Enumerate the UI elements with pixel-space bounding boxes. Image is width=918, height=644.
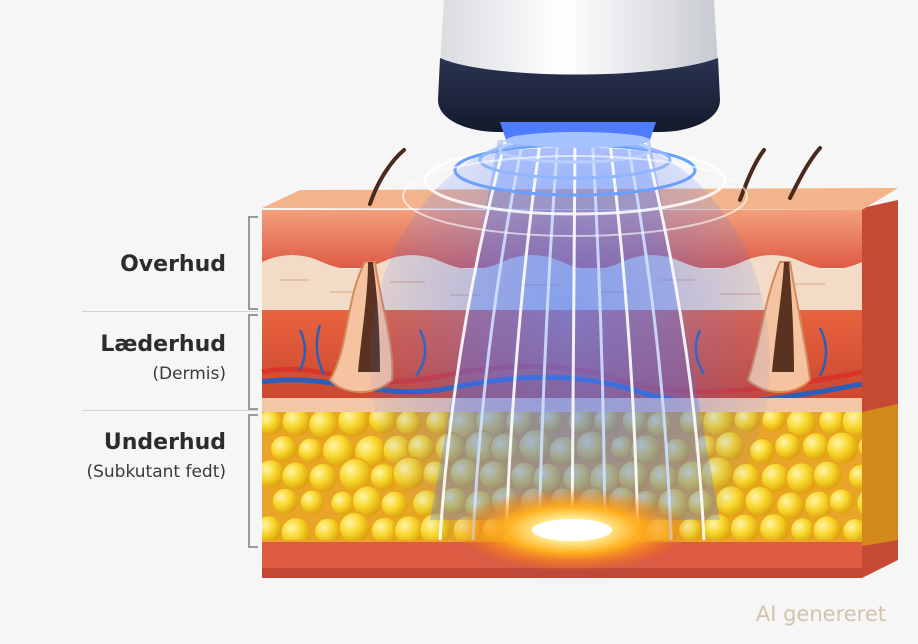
fat-cell bbox=[773, 432, 803, 461]
watermark: AI genereret bbox=[755, 602, 886, 626]
fat-cell bbox=[271, 487, 299, 515]
fat-cell bbox=[812, 460, 843, 491]
subcutis-side bbox=[862, 404, 898, 546]
ultrasound-wave-line bbox=[438, 141, 507, 541]
fat-cell bbox=[262, 412, 284, 436]
subcutis-sublabel: (Subkutant fedt) bbox=[86, 462, 226, 482]
hair-strand bbox=[738, 148, 766, 202]
fat-cell bbox=[380, 490, 409, 519]
ultrasound-wave-line bbox=[626, 141, 673, 541]
dermis-label: Læderhud bbox=[100, 332, 226, 357]
subcutis-bracket bbox=[248, 414, 258, 548]
fat-cell bbox=[811, 514, 843, 540]
ultrasound-beam-glow bbox=[370, 130, 770, 590]
fat-cell bbox=[269, 434, 298, 463]
fat-cell bbox=[297, 437, 324, 464]
focal-heat-core bbox=[532, 519, 612, 541]
epidermis-bracket bbox=[248, 216, 258, 310]
epidermis-label: Overhud bbox=[120, 252, 226, 277]
ultrasound-wave-line bbox=[471, 141, 524, 541]
label-divider bbox=[82, 311, 258, 312]
fat-cell bbox=[758, 512, 791, 540]
ultrasound-waves bbox=[438, 141, 706, 541]
fat-cell bbox=[825, 431, 860, 465]
fat-cell bbox=[308, 462, 339, 493]
fat-cell bbox=[280, 516, 312, 540]
fat-cell bbox=[803, 490, 834, 520]
fat-cell bbox=[262, 458, 286, 489]
hair-strand bbox=[788, 146, 822, 200]
fat-cell bbox=[828, 487, 855, 515]
fat-cell bbox=[329, 490, 356, 517]
ultrasound-applicator-icon bbox=[438, 0, 720, 148]
fat-cell bbox=[262, 514, 284, 540]
fat-cell bbox=[338, 511, 371, 540]
fat-cell bbox=[744, 485, 776, 518]
fat-cell bbox=[280, 461, 311, 491]
ultrasound-wave-line bbox=[643, 141, 706, 541]
subcutis-label: Underhud bbox=[103, 430, 226, 455]
hair-strand bbox=[368, 148, 406, 206]
dermis-bracket bbox=[248, 314, 258, 410]
ultrasound-rings bbox=[402, 136, 748, 237]
dermis-sublabel: (Dermis) bbox=[152, 364, 226, 384]
fat-cell bbox=[729, 513, 761, 540]
fat-cell bbox=[299, 489, 326, 515]
label-divider bbox=[82, 410, 258, 411]
fat-cell bbox=[801, 431, 831, 461]
fat-cell bbox=[785, 412, 818, 440]
fat-cell bbox=[789, 516, 817, 540]
